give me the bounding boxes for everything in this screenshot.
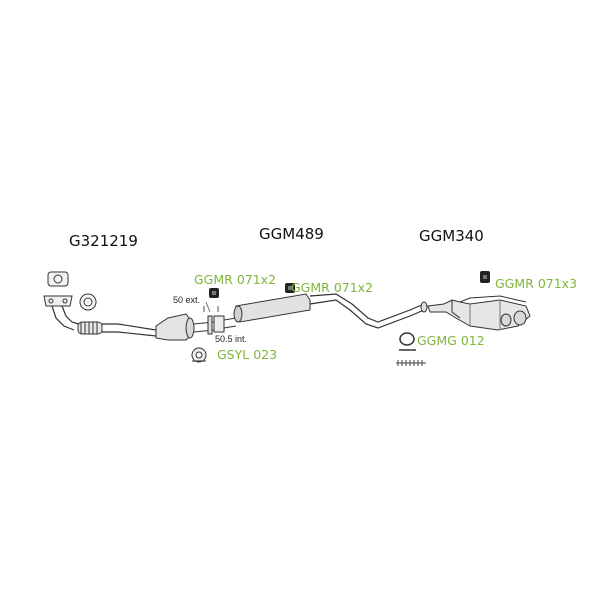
catalytic-converter-drawing xyxy=(155,313,215,341)
center-silencer-drawing xyxy=(233,293,428,329)
center-section-part-code: GGM489 xyxy=(259,225,324,243)
rear-silencer-drawing xyxy=(427,295,531,331)
rubber-mount-label-3: GGMR 071x3 xyxy=(495,276,578,291)
rubber-mount-icon-3 xyxy=(480,271,490,283)
dimension-leader-line xyxy=(205,301,211,313)
inner-diameter-label: 50.5 int. xyxy=(215,334,248,344)
sleeve-icon xyxy=(191,347,207,363)
sleeve-label: GSYL 023 xyxy=(217,347,278,362)
clamp-bolt-icon xyxy=(396,360,426,366)
gasket-ring-label: GGMG 012 xyxy=(417,333,485,348)
rubber-mount-icon-1 xyxy=(209,288,219,298)
front-pipe-drawing xyxy=(43,271,157,337)
rear-silencer-part-code: GGM340 xyxy=(419,227,484,245)
outer-diameter-label: 50 ext. xyxy=(173,295,201,305)
front-pipe-part-code: G321219 xyxy=(69,232,138,250)
rubber-mount-label-2: GGMR 071x2 xyxy=(291,280,374,295)
joint-clamp-drawing xyxy=(203,306,237,335)
rubber-mount-icon-2 xyxy=(285,283,295,293)
rubber-mount-label-1: GGMR 071x2 xyxy=(194,272,277,287)
gasket-ring-icon xyxy=(399,332,416,351)
